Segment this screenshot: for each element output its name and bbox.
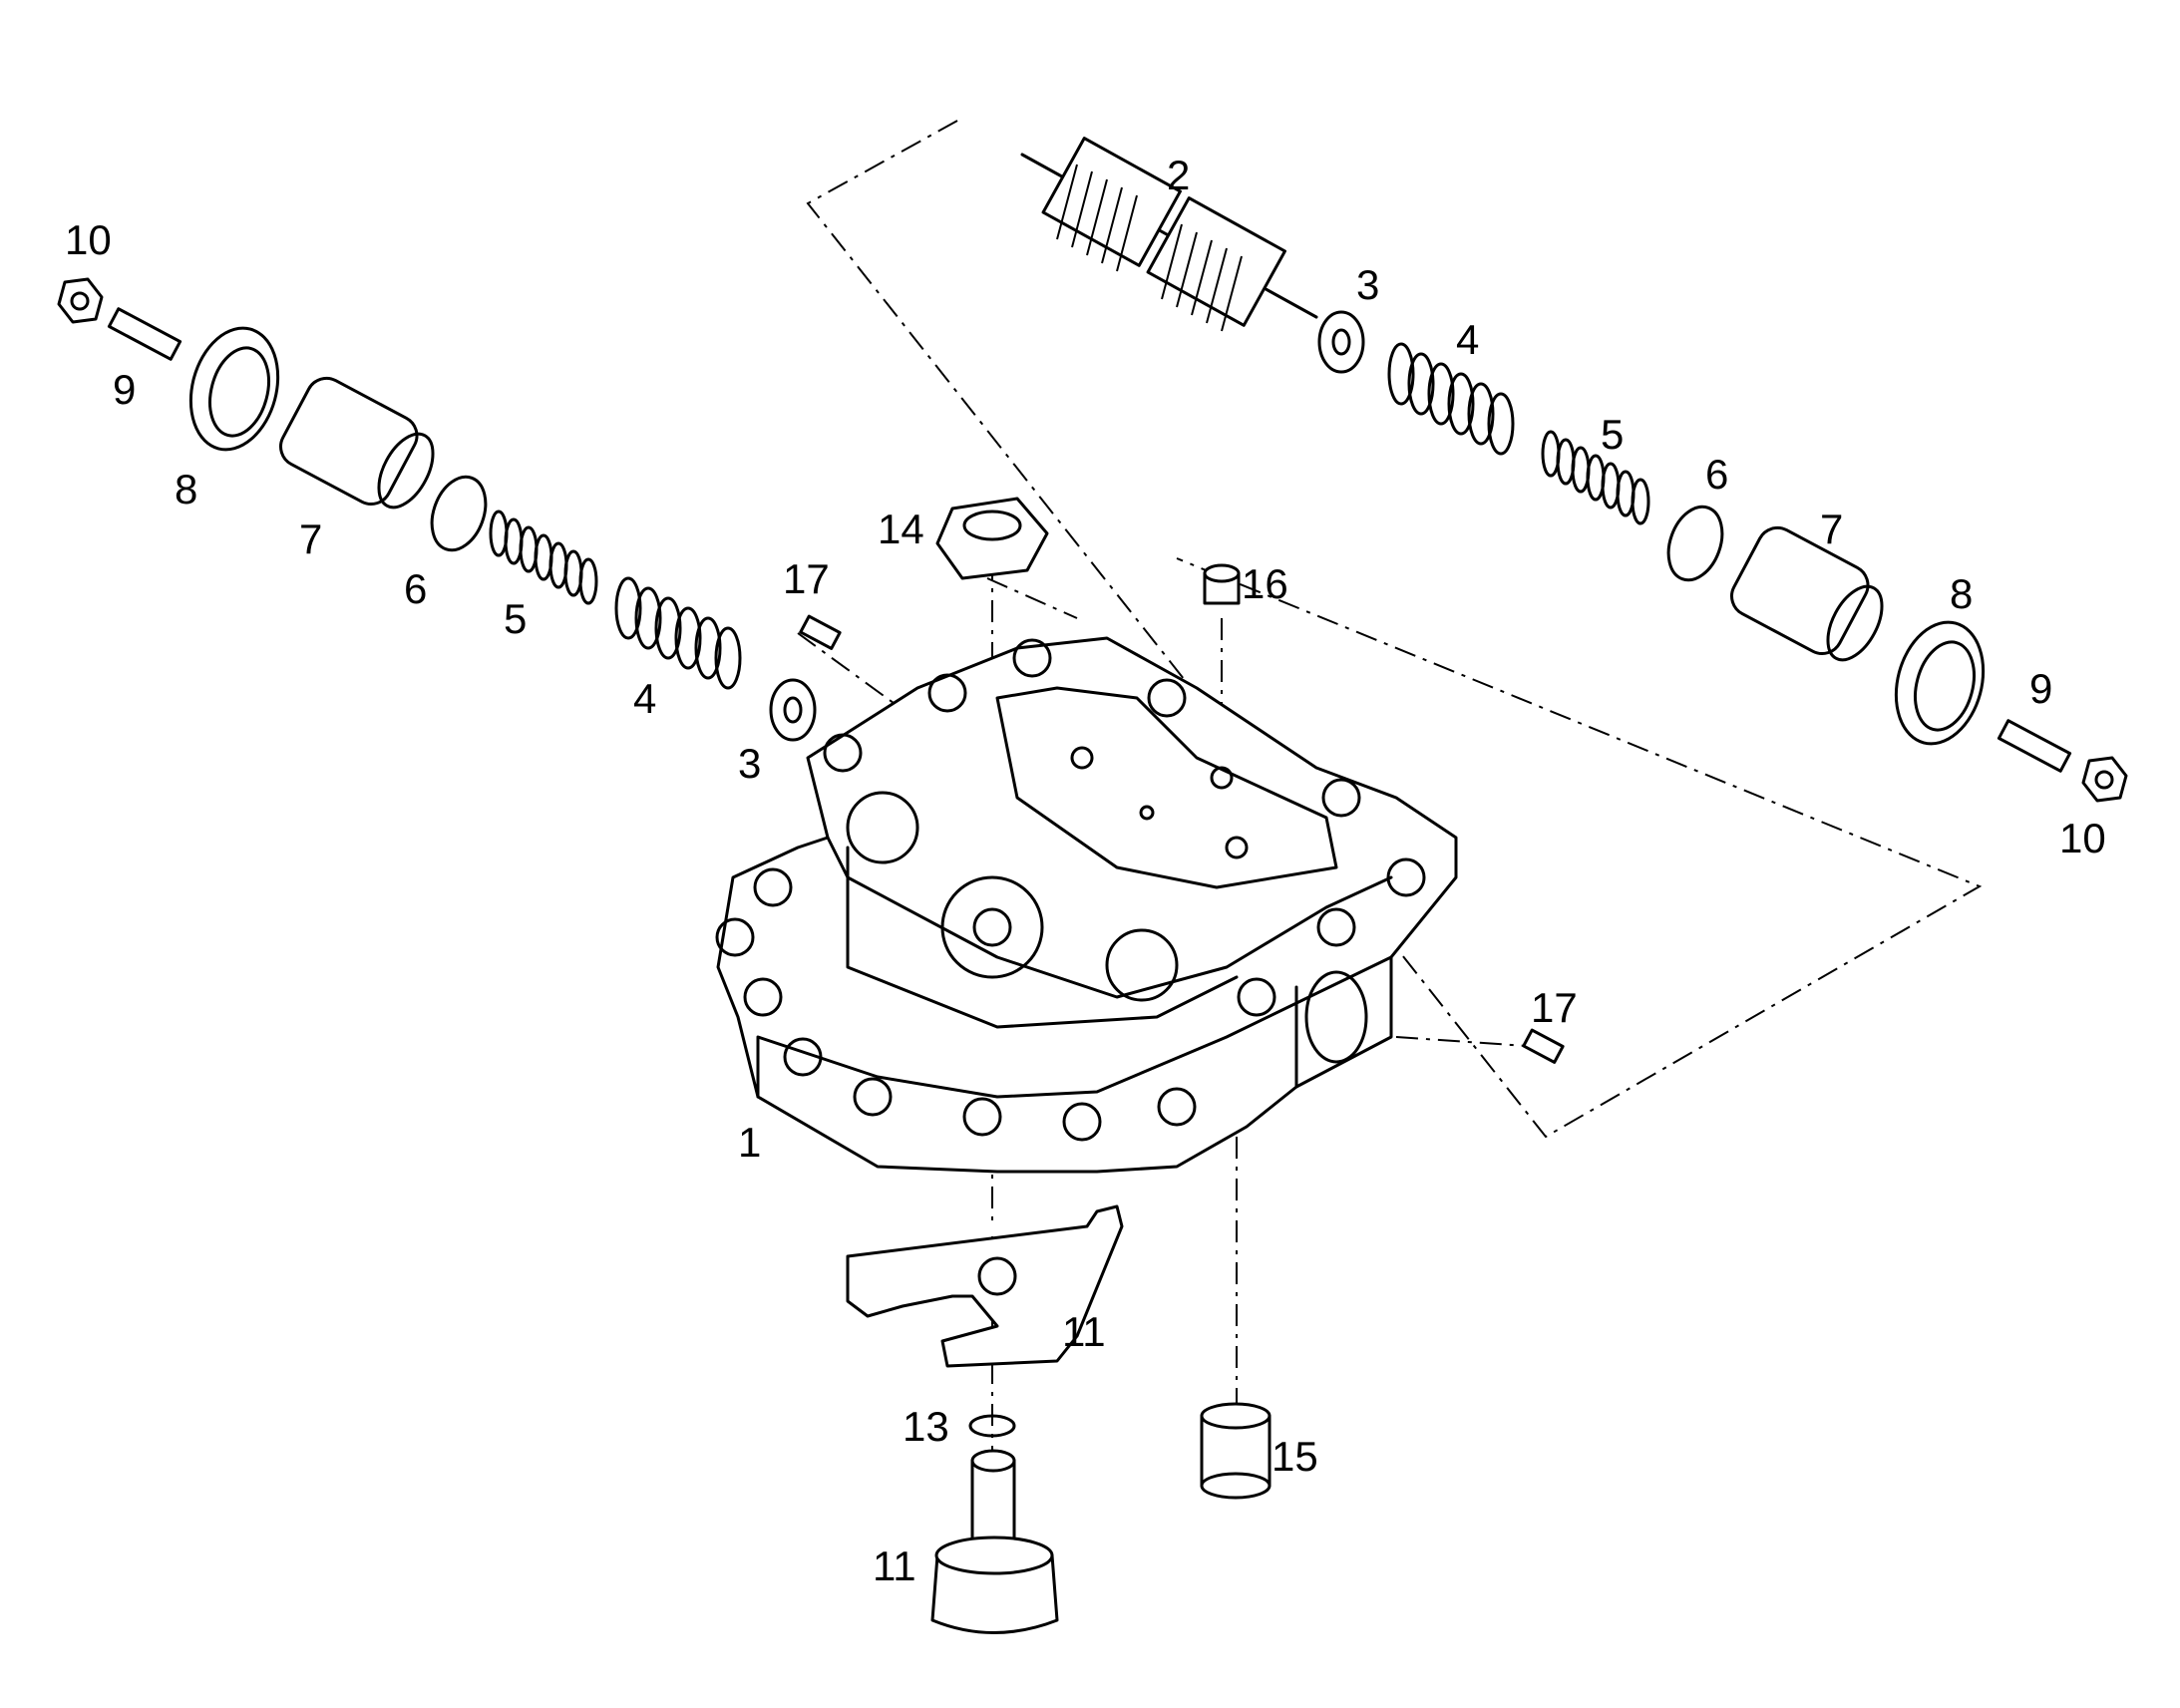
label-16: 16 <box>1242 560 1288 607</box>
washers-3 <box>769 310 1365 742</box>
valve-spool-2 <box>1020 137 1318 332</box>
o-ring-13 <box>968 1414 1016 1438</box>
spring-4-left <box>614 576 742 690</box>
lock-nuts-8 <box>188 326 1986 746</box>
plug-screw-16 <box>1203 563 1241 605</box>
spring-5-right <box>1541 430 1650 525</box>
set-screws-9 <box>107 307 2072 773</box>
pins-17 <box>799 614 1565 1064</box>
label-3-left: 3 <box>738 740 761 787</box>
springs <box>489 342 1650 690</box>
spring-4-right <box>1387 342 1515 456</box>
label-13: 13 <box>903 1403 949 1450</box>
o-rings-6 <box>430 475 1724 582</box>
plunger-11 <box>930 1449 1059 1634</box>
label-6-left: 6 <box>404 565 427 612</box>
bracket-11 <box>846 1204 1124 1368</box>
bushing-15 <box>1200 1402 1272 1500</box>
label-11-lower: 11 <box>873 1542 916 1589</box>
label-4-left: 4 <box>633 675 656 722</box>
label-8-left: 8 <box>175 466 197 512</box>
label-4-right: 4 <box>1456 316 1479 363</box>
label-9-left: 9 <box>113 366 136 413</box>
label-14: 14 <box>878 506 924 552</box>
label-10-right: 10 <box>2059 815 2106 861</box>
label-6-right: 6 <box>1705 451 1728 498</box>
label-17-right: 17 <box>1531 984 1578 1031</box>
label-10-left: 10 <box>65 216 112 263</box>
label-8-right: 8 <box>1950 570 1973 617</box>
label-7-right: 7 <box>1820 506 1843 552</box>
callout-labels: 1 2 3 3 4 4 5 5 6 6 7 7 8 8 9 9 10 10 11… <box>65 152 2106 1589</box>
label-9-right: 9 <box>2029 665 2052 712</box>
valve-body <box>716 636 1458 1174</box>
label-7-left: 7 <box>299 515 322 562</box>
label-11-upper: 11 <box>1062 1308 1106 1355</box>
label-3-right: 3 <box>1356 261 1379 308</box>
bolt-holes <box>715 638 1426 1142</box>
label-2: 2 <box>1167 152 1190 198</box>
hex-nuts-10 <box>57 277 2128 803</box>
label-5-left: 5 <box>504 595 527 642</box>
label-1: 1 <box>738 1119 761 1166</box>
plug-14 <box>935 497 1049 580</box>
label-15: 15 <box>1272 1433 1318 1480</box>
sleeves-7 <box>279 376 1884 662</box>
spring-5-left <box>489 510 598 605</box>
label-5-right: 5 <box>1601 411 1624 458</box>
label-17-left: 17 <box>783 555 830 602</box>
